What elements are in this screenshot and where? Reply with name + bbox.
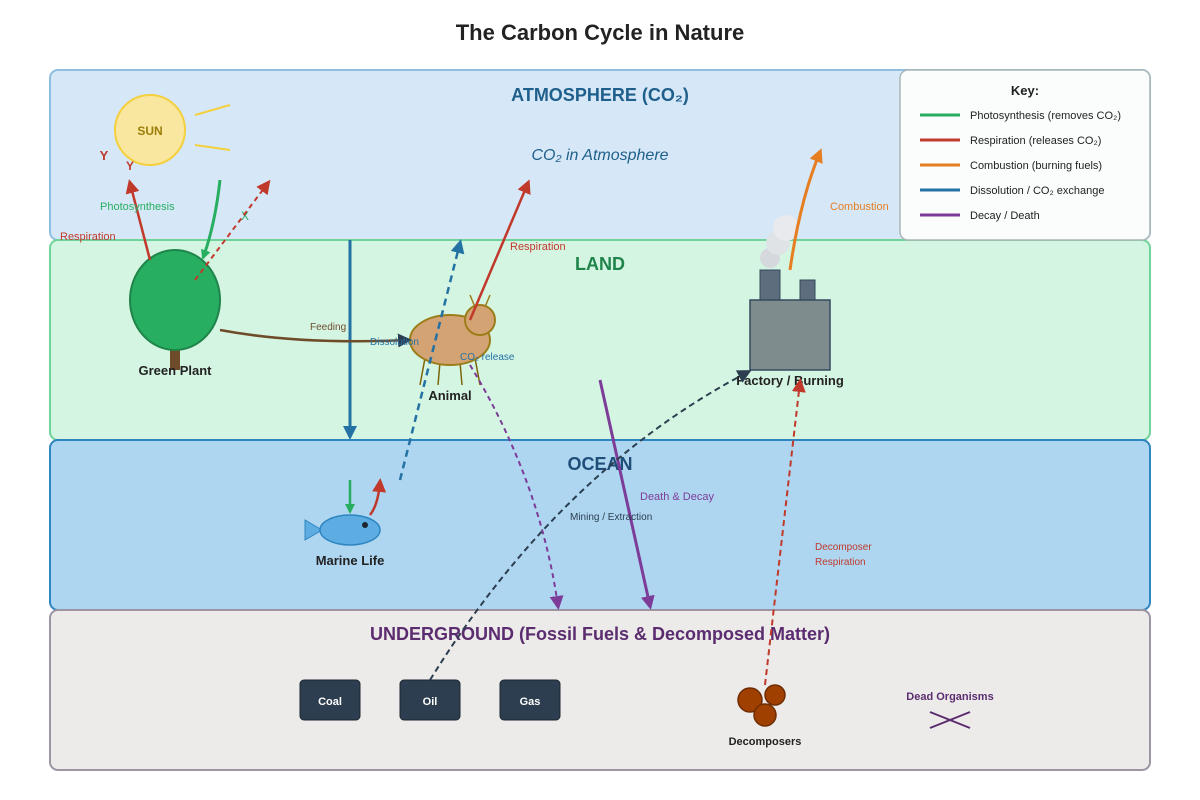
atmosphere-sublabel: CO₂ in Atmosphere <box>531 147 668 164</box>
land-label: LAND <box>575 254 625 274</box>
legend-item-label: Respiration (releases CO₂) <box>970 135 1101 147</box>
combustion-arrow <box>788 148 823 271</box>
legend-item-label: Combustion (burning fuels) <box>970 160 1102 172</box>
coal-box <box>299 679 361 721</box>
death-decay-flow-label: Death & Decay <box>640 491 714 503</box>
y-marker-2: Y <box>126 159 134 173</box>
dissolution-flow-label: Dissolution <box>370 337 419 348</box>
gas-box <box>499 679 561 721</box>
y-marker-1: Y <box>100 148 109 163</box>
legend-item-label: Decay / Death <box>970 210 1040 222</box>
factory-label: Factory / Burning <box>736 373 844 388</box>
animal-decay-arrow <box>469 364 564 610</box>
ocean-label: OCEAN <box>567 454 632 474</box>
legend-item-label: Dissolution / CO₂ exchange <box>970 185 1105 197</box>
gas-label: Gas <box>520 696 541 708</box>
underground-zone <box>49 609 1151 771</box>
mining-flow-label: Mining / Extraction <box>570 512 652 523</box>
decomposer-flow-label-2: Respiration <box>815 557 866 568</box>
decomposer-flow-label-1: Decomposer <box>815 542 872 553</box>
tree-icon <box>129 249 221 370</box>
decomposers-icon <box>737 684 786 727</box>
diagram-title: The Carbon Cycle in Nature <box>456 20 745 45</box>
atmosphere-label: ATMOSPHERE (CO₂) <box>511 85 689 105</box>
legend-title: Key: <box>1011 83 1039 98</box>
decomposers-label: Decomposers <box>729 736 802 748</box>
feeding-arrow <box>219 328 412 348</box>
plant-respiration-arrow <box>125 179 152 261</box>
decomposer-respiration-arrow <box>764 378 806 686</box>
feeding-flow-label: Feeding <box>310 322 346 333</box>
combustion-flow-label: Combustion <box>830 201 889 213</box>
co2-release-flow-label: CO₂ release <box>460 352 515 363</box>
fish-icon <box>304 514 381 546</box>
green-plant-label: Green Plant <box>139 363 213 378</box>
plant-dashed-respiration-arrow <box>194 179 271 281</box>
animal-respiration-arrow <box>468 179 531 321</box>
coal-label: Coal <box>318 696 342 708</box>
animal-label: Animal <box>428 388 471 403</box>
factory-icon <box>749 215 831 371</box>
mining-arrow <box>429 370 752 681</box>
death-decay-arrow <box>598 379 655 610</box>
plant-respiration-flow-label: Respiration <box>60 231 116 243</box>
legend: Key: Photosynthesis (removes CO₂) Respira… <box>899 69 1151 241</box>
marine-life-label: Marine Life <box>316 553 385 568</box>
marine-respiration-arrow <box>368 478 387 516</box>
cross-icon <box>929 711 971 729</box>
photosynthesis-flow-label: Photosynthesis <box>100 201 175 213</box>
underground-label: UNDERGROUND (Fossil Fuels & Decomposed M… <box>370 624 830 644</box>
sun-icon <box>114 94 231 166</box>
co2-release-arrow <box>398 239 465 481</box>
sun-label: SUN <box>137 124 162 138</box>
legend-item-label: Photosynthesis (removes CO₂) <box>970 110 1121 122</box>
x-marker: X <box>241 209 249 223</box>
photosynthesis-arrow <box>201 179 222 260</box>
oil-label: Oil <box>423 696 438 708</box>
animal-respiration-flow-label: Respiration <box>510 241 566 253</box>
dead-organisms-label: Dead Organisms <box>906 691 993 703</box>
